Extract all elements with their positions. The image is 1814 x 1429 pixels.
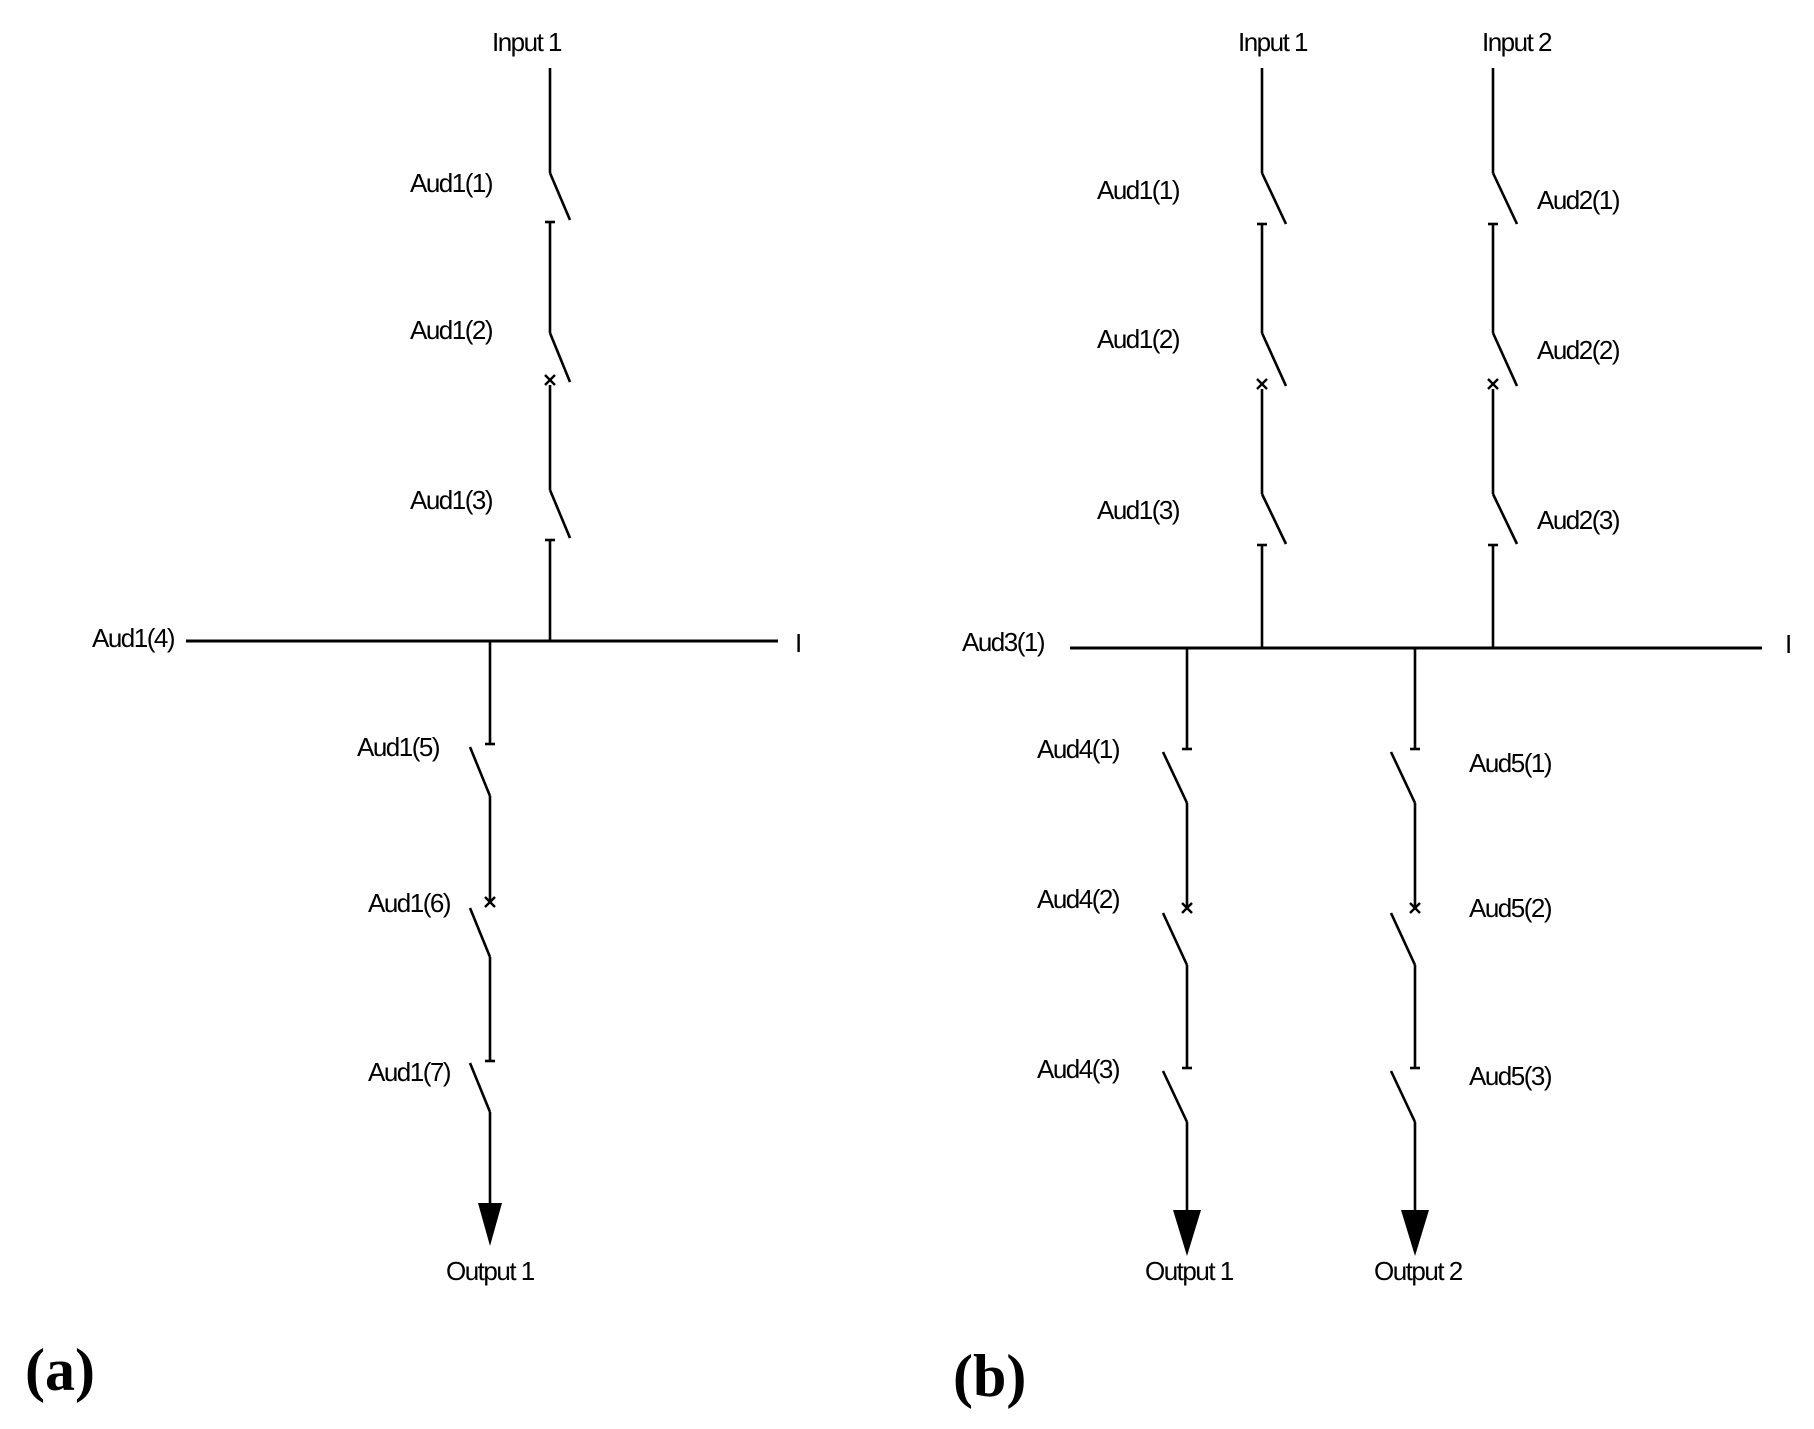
a-switch-blade-6	[468, 907, 492, 958]
b-out2-switch-label-3: Aud5(3)	[1469, 1061, 1552, 1091]
a-switch-blade-7	[468, 1062, 492, 1113]
a-switch-label-3: Aud1(3)	[410, 485, 493, 515]
b-out2-blade-3	[1389, 1070, 1417, 1123]
b-in1-breaker-mark-2	[1256, 378, 1268, 390]
b-in1-blade-2	[1260, 332, 1288, 387]
b-out1-blade-3	[1161, 1070, 1189, 1123]
b-output1-label: Output 1	[1145, 1256, 1234, 1286]
b-out1-blade-2	[1161, 912, 1189, 966]
b-out1-switch-label-1: Aud4(1)	[1037, 734, 1120, 764]
b-output2-arrow	[1401, 1210, 1429, 1256]
a-switch-blade-3	[548, 489, 572, 539]
a-panel-label: (a)	[25, 1337, 95, 1403]
a-switch-blade-1	[548, 172, 572, 221]
b-out2-switch-label-1: Aud5(1)	[1469, 748, 1552, 778]
b-out1-blade-1	[1161, 751, 1189, 804]
a-breaker-mark-6	[484, 896, 496, 908]
a-breaker-mark-2	[544, 374, 556, 386]
b-input1-label: Input 1	[1238, 27, 1308, 57]
b-in2-blade-2	[1491, 332, 1519, 387]
b-out1-breaker-mark-2	[1181, 902, 1193, 914]
b-panel-label: (b)	[953, 1343, 1026, 1409]
b-in2-blade-3	[1491, 493, 1519, 545]
b-out2-blade-2	[1389, 912, 1417, 966]
diagram-a: Input 1 Aud1(1) Aud1(2) Aud1(3) Aud1(4) …	[25, 27, 802, 1403]
diagram-b: Input 1 Input 2 Aud1(1) Aud1(2) Aud1(3) …	[953, 27, 1792, 1409]
b-output1-arrow	[1173, 1210, 1201, 1256]
b-out1-switch-label-2: Aud4(2)	[1037, 884, 1120, 914]
a-input1-label: Input 1	[492, 27, 562, 57]
b-in1-blade-1	[1260, 172, 1288, 225]
b-bus-end-mark: I	[1785, 629, 1791, 659]
b-output2-label: Output 2	[1374, 1256, 1463, 1286]
b-out2-switch-label-2: Aud5(2)	[1469, 893, 1552, 923]
a-output1-label: Output 1	[446, 1256, 535, 1286]
b-in1-switch-label-1: Aud1(1)	[1097, 175, 1180, 205]
a-switch-label-6: Aud1(6)	[368, 888, 451, 918]
a-bus-end-mark: I	[795, 628, 801, 658]
b-in2-switch-label-1: Aud2(1)	[1537, 185, 1620, 215]
b-in1-switch-label-3: Aud1(3)	[1097, 495, 1180, 525]
b-in2-switch-label-2: Aud2(2)	[1537, 335, 1620, 365]
a-switch-label-1: Aud1(1)	[410, 168, 493, 198]
a-output-arrow	[478, 1203, 502, 1246]
b-out1-switch-label-3: Aud4(3)	[1037, 1054, 1120, 1084]
b-in1-blade-3	[1260, 493, 1288, 545]
a-bus-label: Aud1(4)	[92, 623, 175, 653]
b-in2-blade-1	[1491, 172, 1519, 225]
b-bus-label: Aud3(1)	[962, 627, 1045, 657]
a-switch-label-5: Aud1(5)	[357, 732, 440, 762]
a-switch-label-7: Aud1(7)	[368, 1057, 451, 1087]
a-switch-label-2: Aud1(2)	[410, 315, 493, 345]
b-in1-switch-label-2: Aud1(2)	[1097, 324, 1180, 354]
b-in2-switch-label-3: Aud2(3)	[1537, 505, 1620, 535]
b-out2-blade-1	[1389, 751, 1417, 804]
b-in2-breaker-mark-2	[1487, 378, 1499, 390]
a-switch-blade-5	[468, 746, 492, 797]
b-input2-label: Input 2	[1482, 27, 1552, 57]
b-out2-breaker-mark-2	[1409, 902, 1421, 914]
a-switch-blade-2	[548, 332, 572, 383]
